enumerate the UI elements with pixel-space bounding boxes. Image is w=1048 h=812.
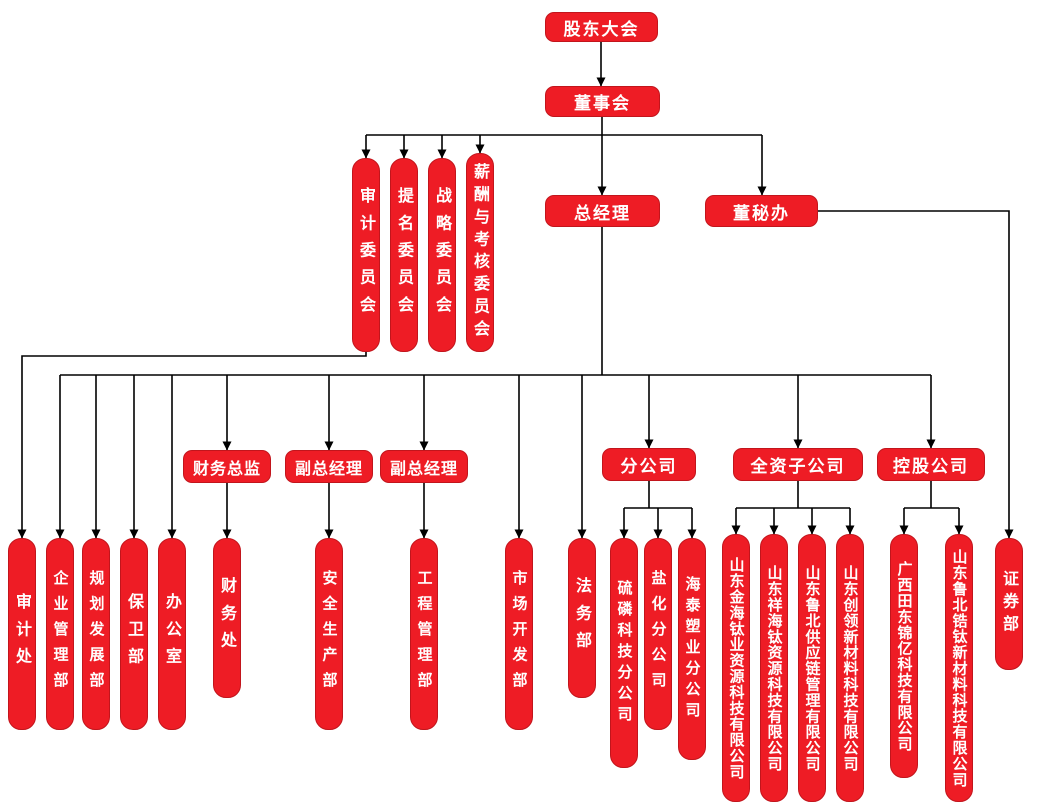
node-shareholders-meeting: 股东大会	[545, 12, 658, 42]
node-general-office: 办公室	[158, 538, 186, 730]
node-legal-dept: 法务部	[568, 538, 596, 698]
node-general-manager: 总经理	[545, 195, 660, 227]
node-wholly-owned-subsidiaries: 全资子公司	[733, 448, 863, 481]
node-remuneration-assessment-committee: 薪酬与考核委员会	[466, 153, 494, 352]
node-haitai-plastics-branch: 海泰塑业分公司	[678, 538, 706, 760]
node-engineering-management-dept: 工程管理部	[410, 538, 438, 730]
node-xianghai-titanium-co: 山东祥海钛资源科技有限公司	[760, 534, 788, 802]
node-board-of-directors: 董事会	[545, 86, 660, 117]
node-branch-companies: 分公司	[602, 448, 696, 481]
node-nomination-committee: 提名委员会	[390, 158, 418, 352]
node-audit-office: 审计处	[8, 538, 36, 730]
node-deputy-general-manager-1: 副总经理	[285, 450, 373, 483]
node-jinhai-titanium-co: 山东金海钛业资源科技有限公司	[722, 534, 750, 802]
node-planning-development-dept: 规划发展部	[82, 538, 110, 730]
node-sulfur-phosphorus-tech-branch: 硫磷科技分公司	[610, 538, 638, 768]
node-deputy-general-manager-2: 副总经理	[380, 450, 468, 483]
node-cfo: 财务总监	[183, 450, 271, 483]
node-holding-companies: 控股公司	[877, 448, 985, 481]
node-lubei-zirconium-titanium-co: 山东鲁北锆钛新材料科技有限公司	[945, 534, 973, 802]
node-audit-committee: 审计委员会	[352, 158, 380, 352]
node-safety-production-dept: 安全生产部	[315, 538, 343, 730]
node-enterprise-management-dept: 企业管理部	[46, 538, 74, 730]
node-securities-dept: 证券部	[995, 538, 1023, 670]
node-security-dept: 保卫部	[120, 538, 148, 730]
node-salt-chemical-branch: 盐化分公司	[644, 538, 672, 730]
node-finance-office: 财务处	[213, 538, 241, 698]
node-strategy-committee: 战略委员会	[428, 158, 456, 352]
node-chuangling-new-materials-co: 山东创领新材料科技有限公司	[836, 534, 864, 802]
node-board-secretary-office: 董秘办	[705, 195, 818, 227]
node-lubei-supply-chain-co: 山东鲁北供应链管理有限公司	[798, 534, 826, 802]
node-market-development-dept: 市场开发部	[505, 538, 533, 730]
node-guangxi-tiandong-jinyi-co: 广西田东锦亿科技有限公司	[890, 534, 918, 778]
